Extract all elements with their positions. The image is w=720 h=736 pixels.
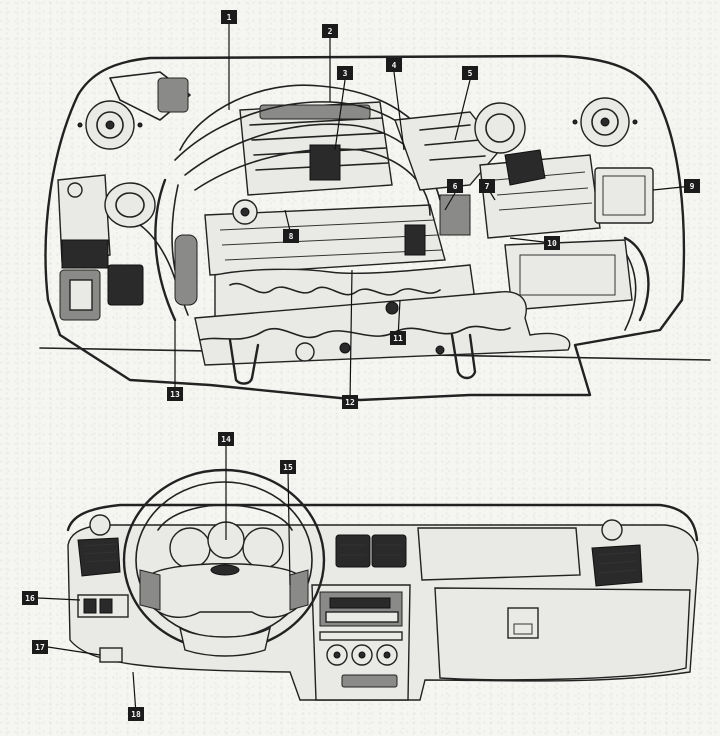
callout-number: 13 (170, 390, 180, 399)
callout-number: 15 (283, 463, 293, 472)
callout-number: 18 (131, 710, 141, 719)
callout-number: 12 (345, 398, 355, 407)
callout-number: 7 (485, 182, 490, 191)
callout-badge-14: 14 (218, 432, 234, 446)
callout-badge-8: 8 (283, 229, 299, 243)
callout-badge-1: 1 (221, 10, 237, 24)
battery (57, 174, 111, 269)
callout-number: 5 (468, 69, 473, 78)
callout-badge-2: 2 (322, 24, 338, 38)
right-air-vent (591, 519, 643, 587)
left-strut-tower (77, 100, 143, 150)
air-cleaner (474, 102, 601, 239)
callout-badge-5: 5 (462, 66, 478, 80)
callout-badge-13: 13 (167, 387, 183, 401)
callout-number: 2 (328, 27, 333, 36)
callout-number: 11 (393, 334, 403, 343)
callout-number: 4 (392, 61, 397, 70)
dashboard-illustration (66, 468, 699, 701)
callout-badge-6: 6 (447, 179, 463, 193)
steering-wheel (122, 468, 326, 657)
callout-badge-4: 4 (386, 58, 402, 72)
callout-badge-12: 12 (342, 395, 358, 409)
callout-badge-11: 11 (390, 331, 406, 345)
engine-callout-leaders (174, 24, 693, 403)
callout-number: 1 (227, 13, 232, 22)
callout-badge-17: 17 (32, 640, 48, 654)
engine-bay-illustration (39, 54, 711, 402)
callout-badge-9: 9 (684, 179, 700, 193)
right-strut-tower (572, 97, 638, 147)
callout-badge-3: 3 (337, 66, 353, 80)
callout-badge-7: 7 (479, 179, 495, 193)
callout-number: 6 (453, 182, 458, 191)
callout-number: 9 (690, 182, 695, 191)
callout-number: 14 (221, 435, 231, 444)
callout-number: 3 (343, 69, 348, 78)
callout-badge-15: 15 (280, 460, 296, 474)
callout-number: 16 (25, 594, 35, 603)
callout-number: 10 (547, 239, 557, 248)
callout-number: 8 (289, 232, 294, 241)
callout-number: 17 (35, 643, 45, 652)
left-air-vent (77, 514, 121, 577)
callout-badge-16: 16 (22, 591, 38, 605)
callout-badge-10: 10 (544, 236, 560, 250)
callout-badge-18: 18 (128, 707, 144, 721)
